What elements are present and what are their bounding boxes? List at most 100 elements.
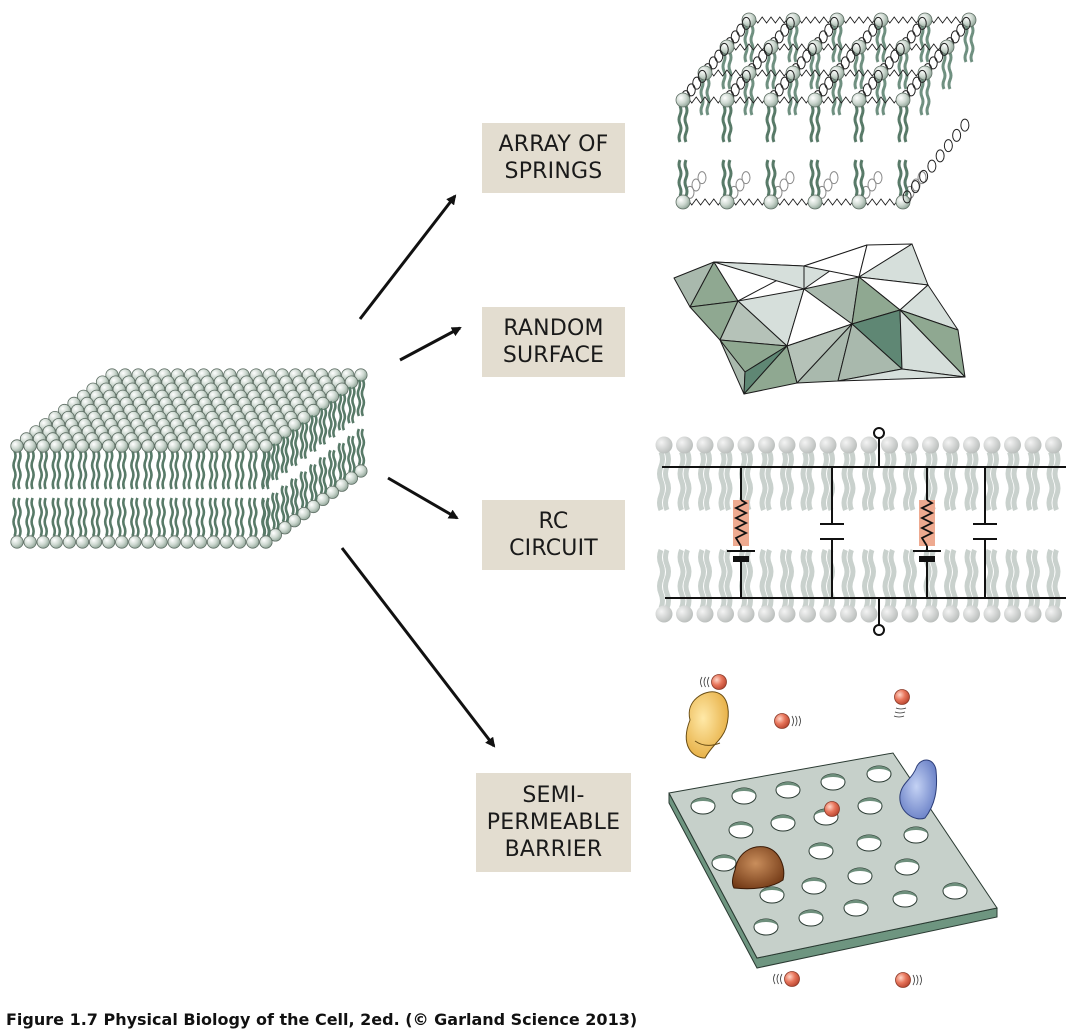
zigzag-spring [880, 69, 926, 77]
lipid-head [873, 12, 889, 28]
lipid-tail [882, 451, 891, 511]
motion-lines [912, 974, 915, 986]
lipid-tail [947, 52, 953, 90]
lipid-tail [698, 451, 706, 511]
lipid-tail [156, 450, 161, 490]
label-line: SEMI- [522, 783, 585, 808]
coil-spring [895, 42, 905, 56]
lipid-head [829, 65, 845, 81]
lipid-tail [749, 78, 755, 116]
lipid-tail [69, 450, 75, 490]
lipid-tail [721, 52, 727, 90]
lipid-head [115, 439, 129, 453]
lipid-head [717, 605, 734, 623]
lipid-head [193, 535, 207, 549]
coil-spring [697, 171, 707, 185]
lipid-head [901, 436, 919, 454]
coil-spring [818, 83, 828, 97]
lipid-tail [862, 549, 870, 609]
lipid-tail [881, 25, 887, 63]
lipid-tail [299, 471, 305, 509]
lipid-tail [837, 25, 843, 63]
coil-spring [818, 30, 828, 44]
lipid-tail [239, 497, 245, 537]
lipid-tail [800, 549, 809, 609]
label-rc-circuit: RC CIRCUIT [482, 500, 625, 570]
lipid-tail [328, 400, 333, 438]
lipid-tail [290, 478, 295, 516]
lipid-tail [156, 497, 161, 537]
lipid-tail [969, 25, 975, 63]
coil-spring [906, 83, 916, 97]
lipid-tail [677, 105, 683, 143]
lipid-head [36, 535, 50, 549]
protein-cleft [694, 740, 721, 746]
lipid-head [180, 439, 194, 453]
lipid-tail [888, 451, 897, 511]
lipid-tail [341, 393, 347, 431]
coil-spring [961, 16, 971, 30]
lipid-tail [51, 450, 57, 490]
lipid-tail [313, 463, 318, 502]
lipid-tail [187, 497, 193, 537]
motion-lines [919, 974, 922, 986]
lipid-tail [174, 497, 179, 537]
lipid-tail [82, 450, 88, 490]
lipid-head [655, 436, 673, 454]
lipid-head [741, 65, 757, 81]
lipid-head [89, 439, 103, 453]
coil-spring [752, 56, 762, 70]
lipid-tail [868, 451, 876, 511]
lipid-tail [143, 450, 148, 490]
coil-spring [873, 16, 883, 30]
lipid-head [676, 605, 693, 623]
lipid-head [719, 194, 735, 210]
lipid-tail [853, 159, 859, 197]
motion-lines [776, 973, 779, 985]
zigzag-spring [836, 16, 882, 24]
lipid-tail [253, 450, 258, 490]
lipid-head [851, 92, 867, 108]
lipid-tail [897, 105, 903, 143]
lipid-head [807, 92, 823, 108]
lipid-tail [831, 78, 837, 116]
lipid-bilayer-slab [10, 368, 368, 549]
ion-particle [711, 674, 727, 690]
motion-lines [707, 676, 710, 688]
lipid-tail [765, 451, 774, 511]
coil-spring [736, 23, 746, 37]
lipid-tail [122, 450, 127, 490]
coil-spring [851, 42, 861, 56]
lipid-tail [337, 442, 343, 480]
ion-particle [774, 713, 790, 729]
coil-spring [950, 30, 960, 44]
lipid-tail [341, 442, 347, 480]
lipid-tail [248, 450, 253, 490]
lipid-tail [351, 386, 356, 424]
lipid-head [1045, 436, 1062, 454]
lipid-tail [130, 450, 135, 490]
zigzag-spring [858, 43, 904, 51]
lipid-tail [1011, 451, 1020, 511]
lipid-tail [64, 450, 70, 490]
lipid-tail [12, 450, 17, 490]
coil-spring [867, 178, 877, 192]
lipid-tail [108, 450, 114, 490]
lipid-head [128, 439, 142, 453]
lipid-head [167, 439, 181, 453]
lipid-tail [322, 407, 328, 445]
lipid-head [785, 12, 801, 28]
lipid-tail [657, 451, 665, 511]
lipid-tail [787, 25, 793, 63]
coil-spring [714, 49, 724, 63]
lipid-tail [82, 497, 88, 537]
lipid-tail [266, 450, 271, 490]
lipid-tail [704, 549, 712, 609]
ion-particle [824, 801, 840, 817]
lipid-tail [963, 25, 969, 63]
lipid-tail [95, 497, 101, 537]
coil-spring [890, 49, 900, 63]
zigzag-spring [880, 16, 926, 24]
zigzag-spring [814, 96, 860, 104]
